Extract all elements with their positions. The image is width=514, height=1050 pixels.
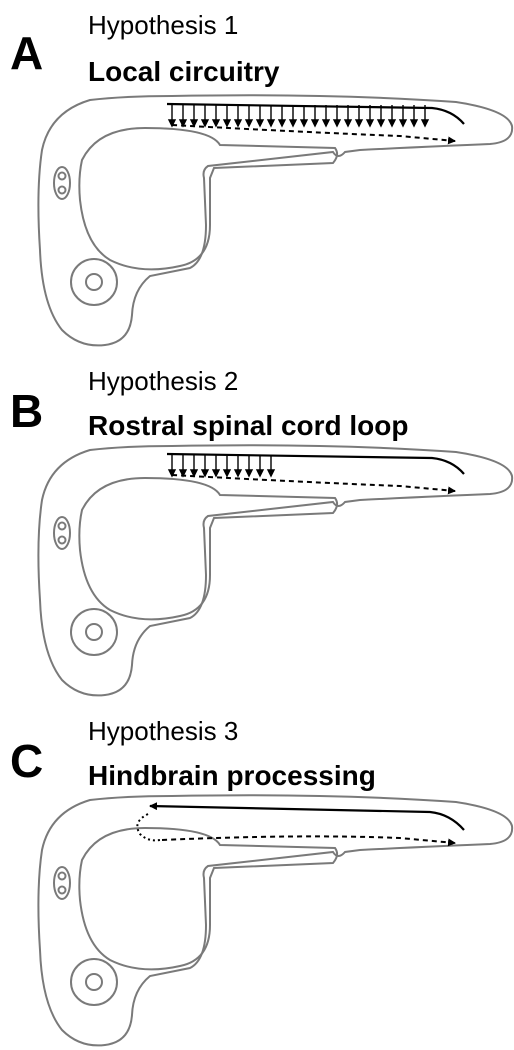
hypothesis-title: Rostral spinal cord loop — [88, 410, 409, 441]
otolith — [57, 171, 67, 181]
arrow-head — [321, 119, 331, 128]
arrow-head — [167, 119, 177, 128]
panel-letter: A — [10, 27, 44, 79]
motor-output-pathway — [161, 835, 456, 847]
descending-pathway — [166, 102, 465, 125]
arrow-head — [266, 119, 276, 128]
arrow-head — [211, 119, 221, 128]
yolk — [78, 826, 339, 971]
hypothesis-label: Hypothesis 3 — [88, 716, 239, 746]
panel-b: B Hypothesis 2 Rostral spinal cord loop — [0, 350, 514, 700]
otolith — [57, 185, 67, 195]
arrow-head — [332, 119, 342, 128]
arrow-head — [167, 469, 177, 478]
arrow-head — [398, 119, 408, 128]
descending-pathway — [166, 452, 465, 475]
yolk — [78, 126, 339, 271]
otic-vesicle — [53, 166, 71, 200]
eye — [70, 608, 118, 656]
panel-c: C Hypothesis 3 Hindbrain processing — [0, 700, 514, 1050]
panel-letter: B — [10, 385, 44, 437]
ascending-pathway — [149, 802, 465, 831]
arrow-head — [299, 119, 309, 128]
arrow-head — [255, 469, 265, 478]
embryo-body-outline — [37, 444, 514, 697]
arrow-head — [255, 119, 265, 128]
yolk — [78, 476, 339, 621]
lens — [85, 623, 103, 641]
otolith — [57, 521, 67, 531]
panel-letter: C — [10, 735, 44, 787]
embryo-diagram — [37, 444, 514, 697]
arrow-head — [354, 119, 364, 128]
arrow-head — [222, 119, 232, 128]
motor-output-pathway — [171, 474, 456, 495]
arrow-head — [189, 119, 199, 128]
arrow-head — [365, 119, 375, 128]
arrow-head — [178, 469, 188, 478]
otolith — [57, 871, 67, 881]
arrow-head — [343, 119, 353, 128]
arrow-head — [310, 119, 320, 128]
arrow-head — [178, 119, 188, 128]
arrow-head — [189, 469, 199, 478]
embryo-diagram — [37, 794, 514, 1047]
hypothesis-title: Local circuitry — [88, 56, 280, 87]
arrow-head — [200, 469, 210, 478]
arrow-head — [409, 119, 419, 128]
panel-a: A Hypothesis 1 Local circuitry — [0, 0, 514, 350]
arrow-head — [277, 119, 287, 128]
eye — [70, 258, 118, 306]
arrow-head — [244, 119, 254, 128]
otolith — [57, 885, 67, 895]
arrow-head — [266, 469, 276, 478]
hypothesis-label: Hypothesis 1 — [88, 10, 239, 40]
hypothesis-title: Hindbrain processing — [88, 760, 376, 791]
arrow-head — [387, 119, 397, 128]
motor-output-pathway — [171, 124, 456, 145]
arrow-head — [211, 469, 221, 478]
rostral-loop-arrows — [167, 455, 276, 478]
arrow-head — [420, 119, 430, 128]
otic-vesicle — [53, 516, 71, 550]
lens — [85, 973, 103, 991]
arrow-head — [233, 119, 243, 128]
embryo-body-outline — [37, 794, 514, 1047]
lens — [85, 273, 103, 291]
arrow-head — [200, 119, 210, 128]
embryo-body-outline — [37, 94, 514, 347]
otic-vesicle — [53, 866, 71, 900]
arrow-head — [244, 469, 254, 478]
otolith — [57, 535, 67, 545]
local-interneuron-arrows — [167, 105, 430, 128]
arrow-head — [376, 119, 386, 128]
eye — [70, 958, 118, 1006]
arrow-head — [222, 469, 232, 478]
arrow-head — [288, 119, 298, 128]
arrow-head — [233, 469, 243, 478]
hypothesis-label: Hypothesis 2 — [88, 366, 239, 396]
hindbrain-loop — [136, 813, 161, 842]
embryo-diagram — [37, 94, 514, 347]
